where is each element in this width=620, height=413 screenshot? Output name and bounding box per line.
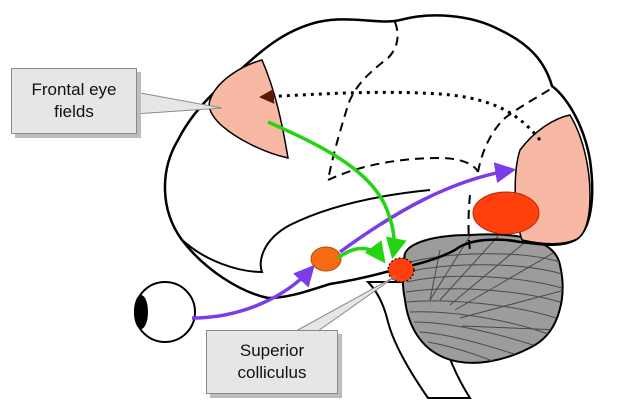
cerebellum [401,233,564,364]
frontal-eye-fields-region [208,59,289,159]
lgn-to-colliculus-pathway [336,240,386,264]
superior-colliculus-label: Superior colliculus [206,330,338,394]
lobe-boundaries [327,21,553,251]
cortical-feedback-pathway [259,88,542,141]
frontal-eye-fields-label-line2: fields [54,102,94,121]
frontal-eye-fields-label-line1: Frontal eye [31,80,117,99]
occipital-nucleus [472,191,540,235]
superior-colliculus-region [387,257,415,283]
cerebral-hemisphere [163,14,594,300]
frontal-eye-fields-label: Frontal eye fields [11,68,137,134]
lateral-geniculate-nucleus [310,246,342,272]
lgn-to-cortex-pathway [338,162,517,254]
eye [134,281,196,343]
fef-to-colliculus-pathway [267,120,407,260]
temporal-lobe-contour [179,189,431,274]
superior-colliculus-label-line2: colliculus [237,363,307,382]
retina-to-lgn-pathway [191,264,315,320]
superior-colliculus-label-line1: Superior [239,341,305,360]
